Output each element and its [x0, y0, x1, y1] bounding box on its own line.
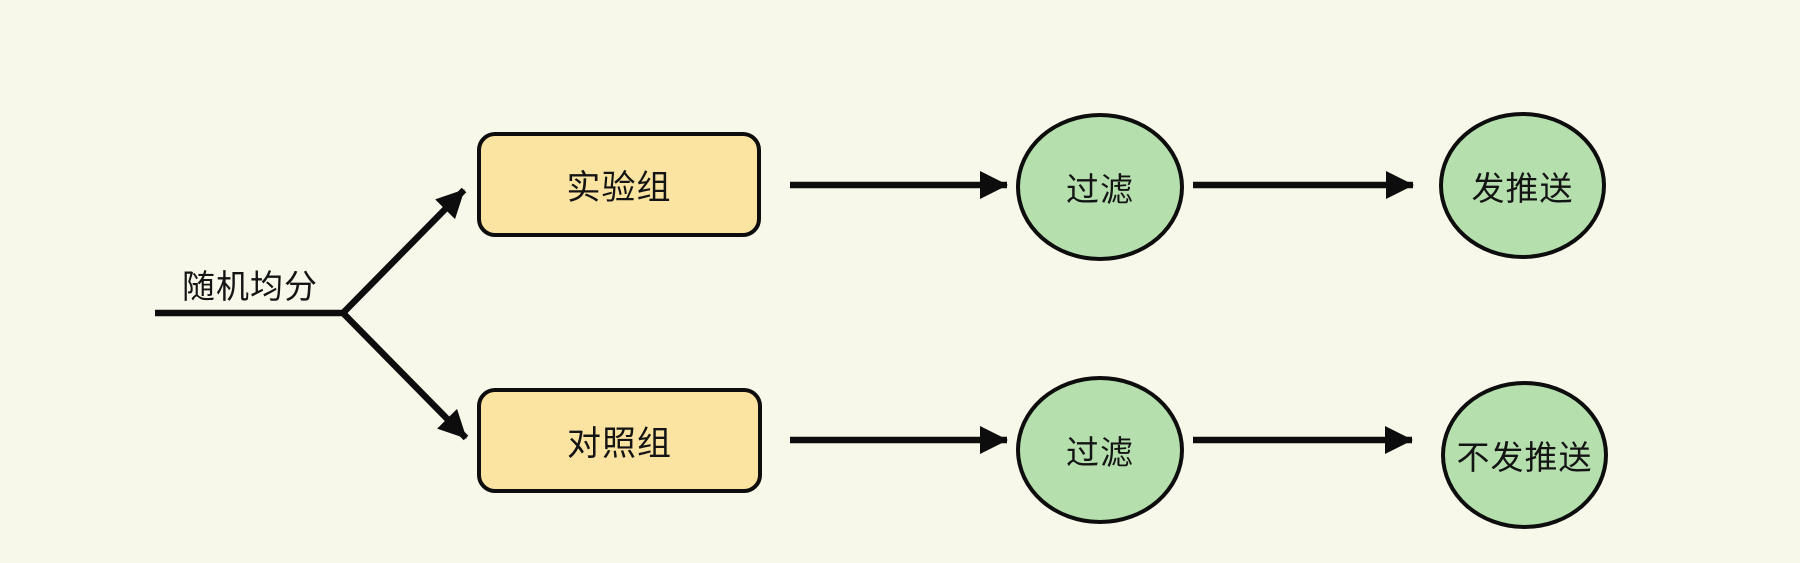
filter-node-top: 过滤: [1016, 113, 1184, 261]
branch-arrow-to-experiment: [340, 187, 467, 316]
filter-bottom-label: 过滤: [1066, 434, 1134, 471]
no-push-node: 不发推送: [1441, 381, 1608, 529]
control-group-node: 对照组: [477, 388, 762, 493]
control-group-label: 对照组: [567, 425, 672, 463]
branch-arrow-to-control: [340, 310, 469, 441]
filter-top-label: 过滤: [1066, 171, 1134, 208]
send-push-node: 发推送: [1439, 112, 1606, 259]
filter-node-bottom: 过滤: [1016, 376, 1184, 524]
split-label: 随机均分: [182, 268, 318, 305]
send-push-label: 发推送: [1471, 169, 1574, 207]
experiment-group-label: 实验组: [566, 169, 672, 207]
no-push-label: 不发推送: [1456, 439, 1593, 476]
experiment-group-node: 实验组: [477, 132, 761, 237]
